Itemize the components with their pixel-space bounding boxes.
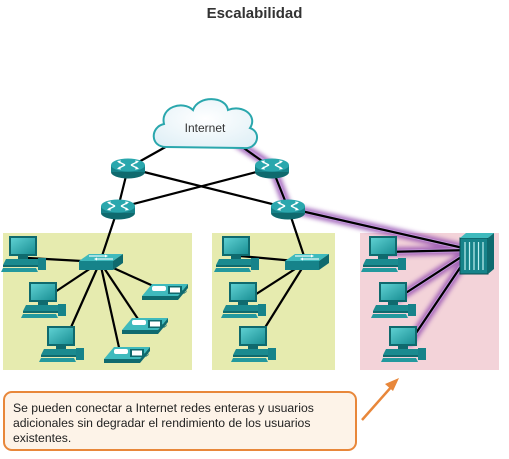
switch-icon [78, 253, 124, 271]
router-icon [110, 157, 146, 180]
router-icon [254, 157, 290, 180]
svg-text:IP: IP [162, 324, 167, 330]
svg-text:IP: IP [182, 290, 187, 296]
cloud-icon [152, 98, 259, 150]
ip-phone-icon: IP [142, 284, 188, 300]
switch-icon [459, 232, 495, 275]
cloud-label: Internet [185, 121, 226, 135]
ip-phone-icon: IP [122, 318, 168, 334]
switch-icon [284, 253, 330, 271]
diagram-title: Escalabilidad [206, 5, 303, 22]
router-icon [270, 198, 306, 221]
svg-text:IP: IP [144, 353, 149, 359]
arrow-icon [361, 378, 399, 421]
callout-text: Se pueden conectar a Internet redes ente… [3, 391, 357, 451]
ip-phone-icon: IP [104, 347, 150, 363]
router-icon [100, 198, 136, 221]
